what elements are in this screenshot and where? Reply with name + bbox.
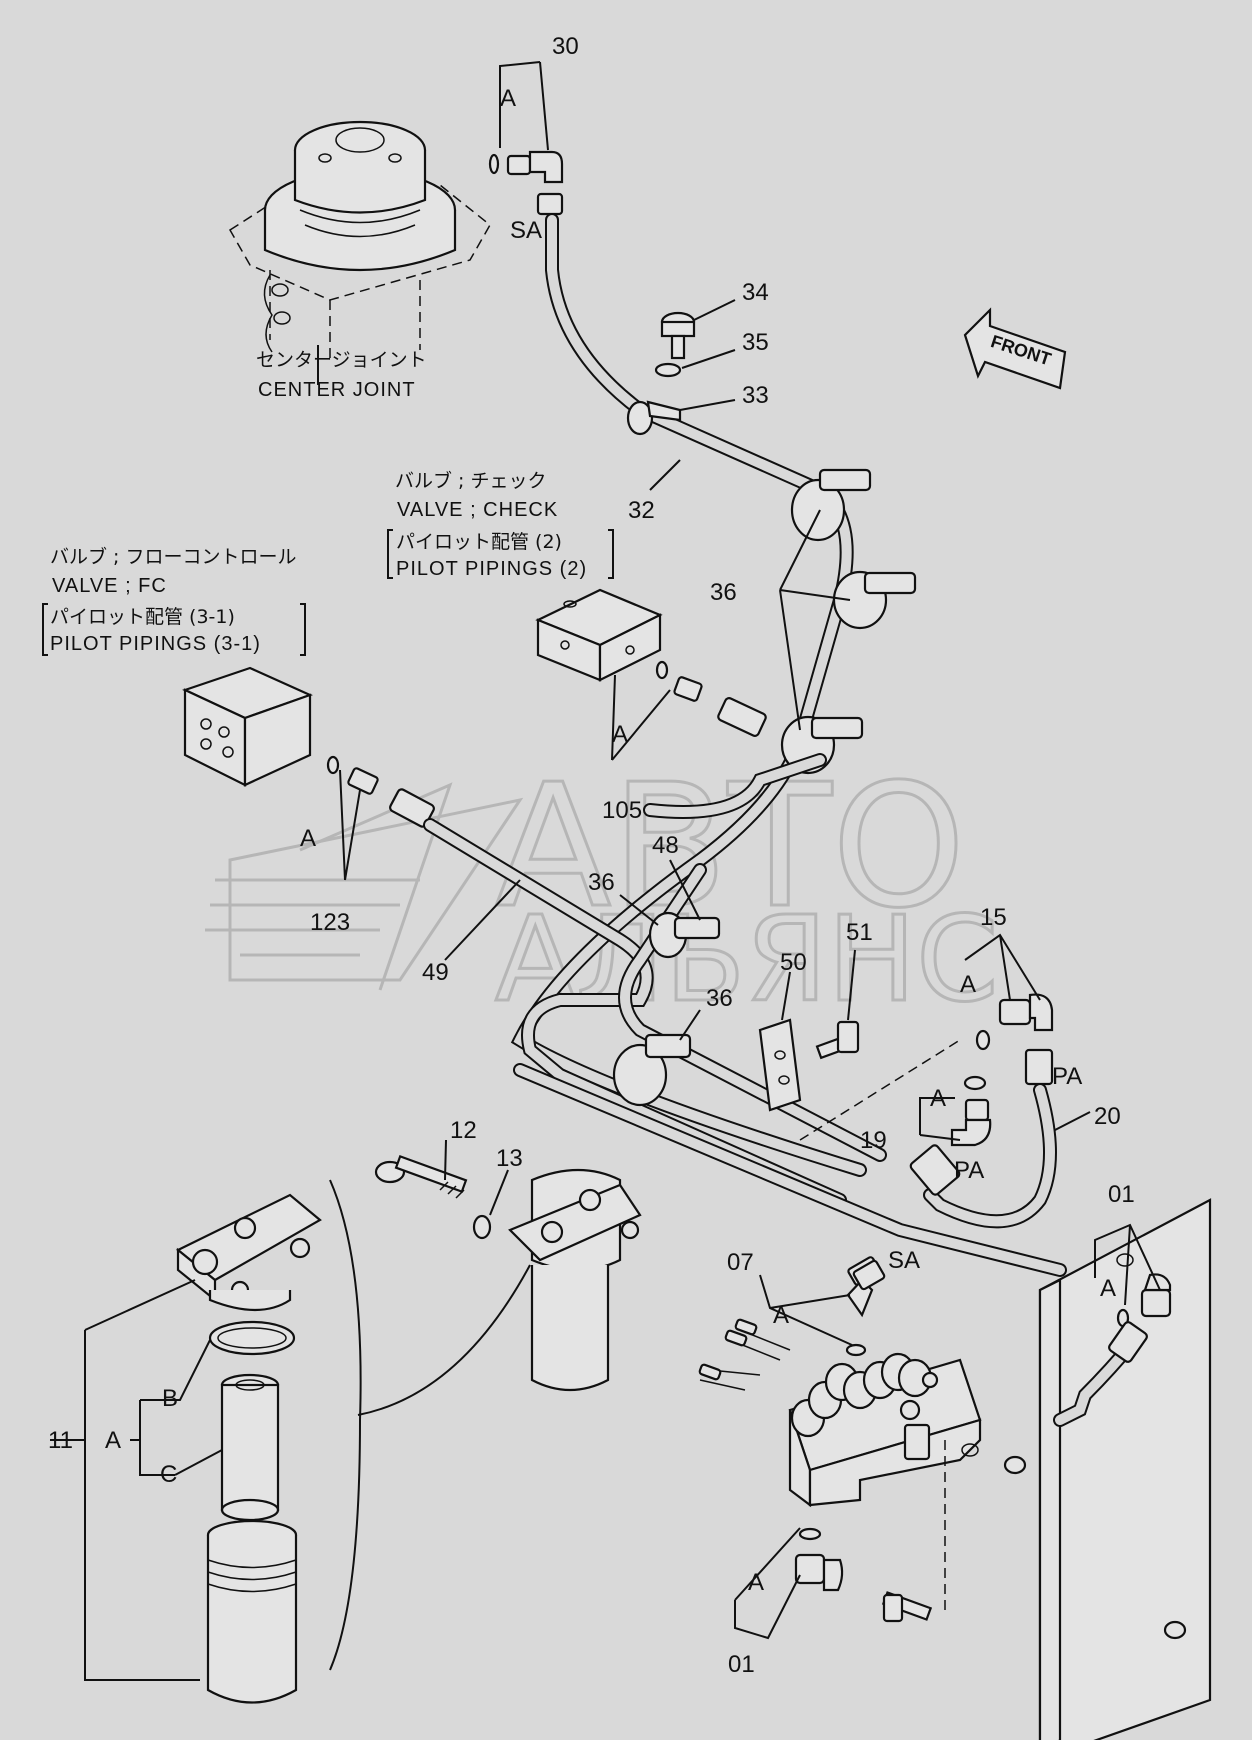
check-valve-pipe-en: PILOT PIPINGS (2) bbox=[396, 558, 587, 580]
callout-07: 07 bbox=[727, 1249, 754, 1276]
elbow-fitting-01-upper bbox=[1140, 1273, 1172, 1318]
elbow-fitting-30 bbox=[488, 150, 564, 216]
callout-34: 34 bbox=[742, 279, 769, 306]
callout-35: 35 bbox=[742, 329, 769, 356]
callout-33: 33 bbox=[742, 382, 769, 409]
letter-sa-mid: SA bbox=[888, 1247, 920, 1274]
o-ring-07 bbox=[845, 1343, 867, 1357]
bolt-lower bbox=[881, 1591, 933, 1623]
fc-valve-pipe-jp: パイロット配管 (3-1) bbox=[50, 606, 235, 628]
bolt-51 bbox=[815, 1020, 860, 1060]
elbow-fitting-19 bbox=[950, 1098, 992, 1147]
callout-15: 15 bbox=[980, 904, 1007, 931]
center-joint-label-jp: センタージョイント bbox=[256, 349, 427, 371]
callout-36-lower: 36 bbox=[706, 985, 733, 1012]
filter-element-c bbox=[220, 1373, 280, 1522]
letter-b-11: B bbox=[162, 1385, 178, 1412]
callout-32: 32 bbox=[628, 497, 655, 524]
letter-a-07: A bbox=[773, 1302, 789, 1329]
callout-49: 49 bbox=[422, 959, 449, 986]
o-ring-123 bbox=[326, 755, 340, 775]
center-joint bbox=[228, 120, 491, 385]
fc-valve-label-en: VALVE ; FC bbox=[52, 575, 167, 597]
callout-01-lower: 01 bbox=[728, 1651, 755, 1678]
filter-head-detail bbox=[175, 1193, 322, 1312]
watermark-logo bbox=[205, 782, 524, 991]
bolt-34 bbox=[660, 311, 696, 360]
mount-plate bbox=[1003, 1198, 1212, 1740]
callout-123: 123 bbox=[310, 909, 350, 936]
letter-a-123: A bbox=[300, 825, 316, 852]
spool-caps bbox=[790, 1352, 933, 1438]
clamp-36-lower bbox=[612, 1033, 692, 1107]
filter-housing-main bbox=[508, 1168, 642, 1392]
clamp-36-middle bbox=[648, 911, 721, 959]
letter-a-15: A bbox=[960, 971, 976, 998]
check-valve-pipe-jp: パイロット配管 (2) bbox=[396, 531, 562, 553]
washer-35 bbox=[654, 362, 682, 378]
check-valve-label-en: VALVE ; CHECK bbox=[397, 499, 558, 521]
elbow-fitting-15 bbox=[998, 993, 1054, 1086]
front-arrow-icon: FRONT bbox=[963, 307, 1067, 390]
connector-123 bbox=[347, 767, 435, 828]
letter-sa-top: SA bbox=[510, 217, 542, 244]
letter-a-105: A bbox=[612, 721, 628, 748]
callout-01-upper: 01 bbox=[1108, 1181, 1135, 1208]
letter-pa-2: PA bbox=[954, 1157, 984, 1184]
letter-pa-1: PA bbox=[1052, 1063, 1082, 1090]
check-valve bbox=[535, 588, 663, 682]
callout-19: 19 bbox=[860, 1127, 887, 1154]
control-valve bbox=[698, 1318, 982, 1508]
callout-11: 11 bbox=[48, 1427, 73, 1454]
pilot-pipe-32 bbox=[510, 213, 867, 1177]
callout-50: 50 bbox=[780, 949, 807, 976]
callout-20: 20 bbox=[1094, 1103, 1121, 1130]
callout-105: 105 bbox=[602, 797, 642, 824]
elbow-fitting-01-lower bbox=[794, 1553, 844, 1592]
bolt-12 bbox=[374, 1154, 468, 1199]
center-joint-label-en: CENTER JOINT bbox=[258, 379, 416, 401]
washer-13 bbox=[472, 1214, 492, 1240]
filter-case bbox=[206, 1519, 298, 1704]
callout-36-middle: 36 bbox=[588, 869, 615, 896]
o-ring-15 bbox=[975, 1029, 991, 1051]
connector-105 bbox=[673, 676, 767, 737]
letter-a-19: A bbox=[930, 1085, 946, 1112]
fitting-sa-mid bbox=[852, 1259, 886, 1291]
o-ring-105 bbox=[655, 660, 669, 680]
letter-a-01-upper: A bbox=[1100, 1275, 1116, 1302]
fc-valve-label-jp: バルブ ; フローコントロール bbox=[50, 545, 296, 568]
callout-12: 12 bbox=[450, 1117, 477, 1144]
letter-a-11: A bbox=[105, 1427, 121, 1454]
letter-a-30: A bbox=[500, 85, 516, 112]
callout-48: 48 bbox=[652, 832, 679, 859]
callout-30: 30 bbox=[552, 33, 579, 60]
callout-51: 51 bbox=[846, 919, 873, 946]
pipe-to-plate bbox=[1053, 1321, 1148, 1427]
callout-13: 13 bbox=[496, 1145, 523, 1172]
o-ring-19 bbox=[963, 1075, 987, 1091]
o-ring-b bbox=[208, 1320, 296, 1356]
clamp-36-upper bbox=[780, 468, 917, 775]
callout-36-upper: 36 bbox=[710, 579, 737, 606]
fc-valve-pipe-en: PILOT PIPINGS (3-1) bbox=[50, 633, 261, 655]
letter-c-11: C bbox=[160, 1461, 177, 1488]
pilot-pipe-49 bbox=[423, 753, 1067, 1277]
clamp-33 bbox=[626, 400, 682, 436]
check-valve-label-jp: バルブ ; チェック bbox=[395, 469, 546, 492]
fc-valve bbox=[182, 666, 313, 787]
letter-a-01-lower: A bbox=[748, 1569, 764, 1596]
hose-20 bbox=[909, 1083, 1057, 1229]
o-ring-01-lower bbox=[798, 1527, 822, 1541]
bracket-50 bbox=[758, 1018, 802, 1112]
